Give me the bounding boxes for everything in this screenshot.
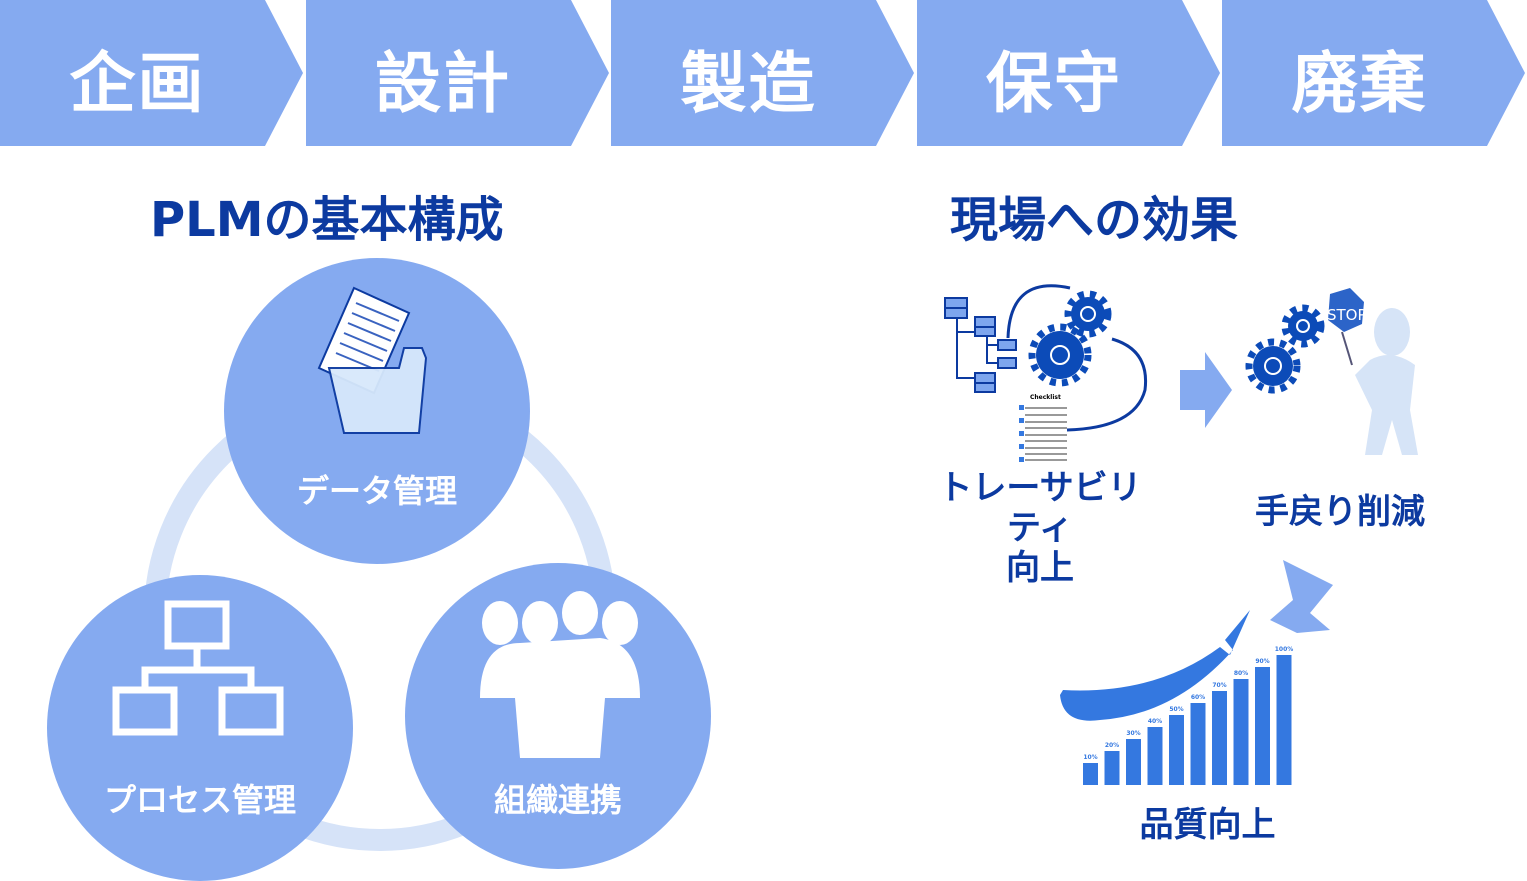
quality-label: 品質向上 [1139, 805, 1276, 845]
traceability-label: トレーサビリティ向上 [938, 468, 1142, 588]
bar [1212, 691, 1227, 785]
data-management-circle: データ管理 [224, 258, 530, 564]
down-arrow-icon [1270, 560, 1333, 633]
bar [1104, 751, 1120, 785]
plm-title: PLMの基本構成 [150, 192, 504, 248]
checklist-label: Checklist [1030, 394, 1061, 401]
org-chart-icon [112, 600, 284, 736]
bar-label: 20% [1105, 742, 1119, 749]
stage-chevron: 設計 [305, 0, 611, 146]
bar-label: 80% [1234, 670, 1248, 677]
stage-chevron: 製造 [611, 0, 916, 146]
bar [1190, 703, 1206, 785]
process-management-circle: プロセス管理 [47, 575, 353, 881]
bar-label: 90% [1255, 658, 1269, 665]
stage-label: 保守 [986, 45, 1122, 122]
stage-label: 設計 [375, 45, 511, 122]
stage-label: 製造 [680, 45, 817, 122]
right-arrow-icon [1180, 352, 1232, 428]
bar-label: 70% [1212, 682, 1226, 689]
effects-title: 現場への効果 [950, 192, 1239, 248]
bar-label: 10% [1083, 754, 1097, 761]
stage-chevron: 企画 [0, 0, 305, 146]
organization-label: 組織連携 [493, 781, 622, 819]
stop-sign-icon [1328, 288, 1364, 332]
rework-label: 手戻り削減 [1255, 492, 1425, 532]
stage-chevron: 廃棄 [1222, 0, 1527, 146]
bar-label: 60% [1191, 694, 1205, 701]
bar [1147, 727, 1163, 785]
people-icon [480, 591, 640, 758]
stage-label: 廃棄 [1291, 45, 1428, 122]
data-management-label: データ管理 [296, 472, 457, 510]
stage-chevron: 保守 [916, 0, 1222, 146]
folder-document-icon [317, 286, 428, 434]
bar [1255, 667, 1270, 785]
stage-label: 企画 [69, 45, 206, 122]
quality-chart: 10% 20% 30% 40% 50% 60% 70% 80% 90% 100% [1060, 560, 1333, 785]
bar [1233, 679, 1249, 785]
bar [1083, 763, 1098, 785]
bar-label: 40% [1148, 718, 1162, 725]
bar-label: 100% [1275, 646, 1294, 653]
bar [1276, 655, 1292, 785]
growth-arrow-icon [1060, 610, 1250, 721]
bar-label: 30% [1126, 730, 1140, 737]
traceability-illustration: Checklist STOP [944, 284, 1418, 462]
svg-text:STOP: STOP [1327, 306, 1367, 324]
bar-label: 50% [1169, 706, 1183, 713]
organization-circle: 組織連携 [405, 563, 711, 869]
process-management-label: プロセス管理 [103, 781, 296, 819]
bar [1169, 715, 1184, 785]
bar [1126, 739, 1141, 785]
